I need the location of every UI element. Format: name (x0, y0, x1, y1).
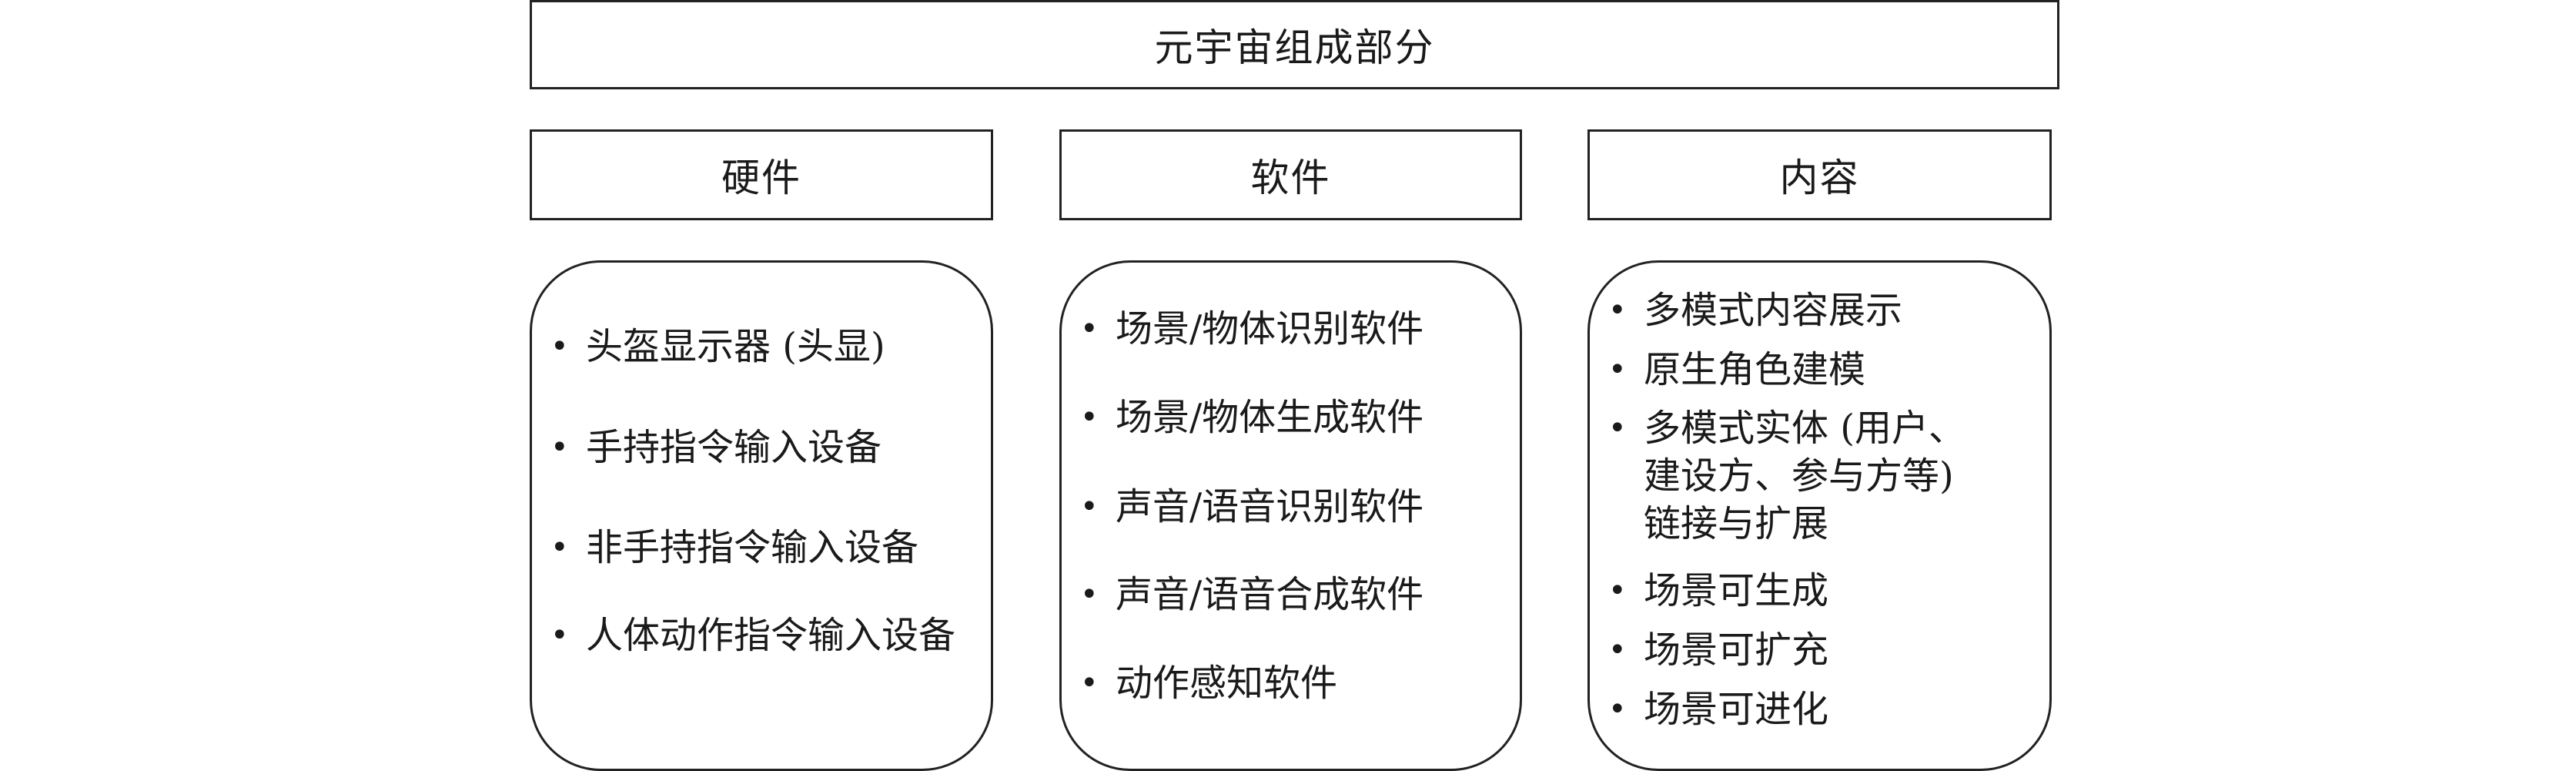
list-item: • 动作感知软件 (1080, 659, 1515, 707)
bullet-icon: • (1080, 400, 1099, 435)
hardware-header: 硬件 (721, 156, 801, 200)
list-item-text: 声音/语音合成软件 (1116, 573, 1424, 616)
list-item: • 头盔显示器 (头显) (550, 323, 986, 370)
bullet-icon: • (1608, 293, 1627, 328)
list-item-line: 多模式内容展示 (1644, 289, 1903, 332)
bullet-icon: • (1608, 352, 1627, 387)
list-item: • 手持指令输入设备 (550, 424, 986, 471)
bullet-icon: • (1608, 411, 1627, 446)
list-item: • 声音/语音识别软件 (1080, 483, 1515, 531)
software-items-panel: • 场景/物体识别软件 • 场景/物体生成软件 • 声音/语音识别软件 • 声音… (1059, 260, 1522, 771)
list-item-text: 场景可进化 (1608, 686, 2045, 733)
content-items-panel: • 多模式内容展示 • 原生角色建模 • 多模式实体 (用户、 建设方、参与方等… (1587, 260, 2052, 771)
list-item: • 场景可进化 (1608, 686, 2045, 733)
list-item: • 场景/物体生成软件 (1080, 394, 1515, 441)
list-item: • 场景/物体识别软件 (1080, 305, 1515, 353)
bullet-icon: • (550, 329, 569, 364)
software-header: 软件 (1250, 156, 1331, 200)
list-item-text: 动作感知软件 (1116, 662, 1338, 705)
bullet-icon: • (1608, 692, 1627, 727)
bullet-icon: • (1080, 311, 1099, 347)
list-item-line: 原生角色建模 (1644, 348, 1866, 391)
content-header: 内容 (1779, 156, 1860, 200)
list-item-line: 链接与扩展 (1644, 502, 1829, 545)
list-item-text: 场景可扩充 (1608, 626, 2045, 674)
diagram-title: 元宇宙组成部分 (1154, 25, 1435, 70)
hardware-items-panel: • 头盔显示器 (头显) • 手持指令输入设备 • 非手持指令输入设备 • 人体… (530, 260, 993, 771)
list-item: • 非手持指令输入设备 (550, 524, 986, 572)
list-item: • 声音/语音合成软件 (1080, 571, 1515, 618)
bullet-icon: • (1080, 665, 1099, 701)
list-item-text: 手持指令输入设备 (586, 426, 882, 469)
list-item: • 多模式内容展示 (1608, 287, 2045, 334)
content-header-box: 内容 (1587, 129, 2052, 220)
list-item: • 人体动作指令输入设备 (550, 612, 986, 659)
bullet-icon: • (1080, 489, 1099, 525)
list-item-text: 场景/物体生成软件 (1116, 396, 1424, 439)
list-item-text: 头盔显示器 (头显) (586, 325, 885, 368)
hardware-header-box: 硬件 (530, 129, 993, 220)
list-item-text: 声音/语音识别软件 (1116, 485, 1424, 528)
bullet-icon: • (550, 530, 569, 565)
bullet-icon: • (550, 430, 569, 465)
list-item-text: 原生角色建模 (1608, 346, 2045, 394)
diagram-title-box: 元宇宙组成部分 (530, 0, 2059, 89)
bullet-icon: • (550, 618, 569, 653)
list-item: • 场景可生成 (1608, 567, 2045, 615)
list-item-text: 人体动作指令输入设备 (586, 614, 956, 657)
list-item-line: 多模式实体 (用户、 (1644, 407, 1965, 450)
bullet-icon: • (1080, 577, 1099, 612)
bullet-icon: • (1608, 573, 1627, 608)
list-item-line: 场景可进化 (1644, 688, 1829, 731)
list-item-line: 场景可生成 (1644, 569, 1829, 612)
list-item-line: 建设方、参与方等) (1644, 454, 1954, 498)
list-item: • 场景可扩充 (1608, 626, 2045, 674)
list-item-text: 多模式内容展示 (1608, 287, 2045, 334)
list-item-text: 场景可生成 (1608, 567, 2045, 615)
bullet-icon: • (1608, 632, 1627, 668)
software-header-box: 软件 (1059, 129, 1522, 220)
list-item-text: 场景/物体识别软件 (1116, 307, 1424, 350)
list-item-text: 多模式实体 (用户、 建设方、参与方等) 链接与扩展 (1608, 404, 2045, 548)
list-item-line: 场景可扩充 (1644, 629, 1829, 672)
list-item: • 原生角色建模 (1608, 346, 2045, 394)
list-item: • 多模式实体 (用户、 建设方、参与方等) 链接与扩展 (1608, 404, 2045, 548)
list-item-text: 非手持指令输入设备 (586, 526, 919, 569)
